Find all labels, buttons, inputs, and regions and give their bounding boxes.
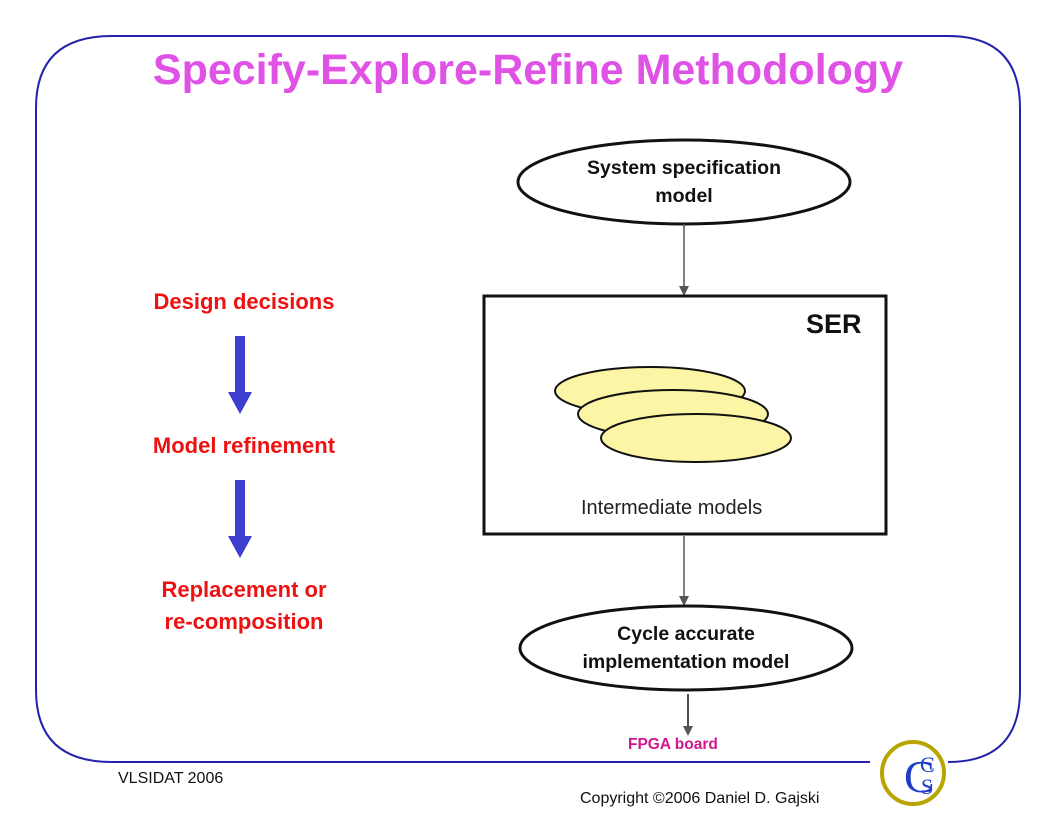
system-spec-model-label: System specification model <box>587 157 781 207</box>
step-design-decisions: Design decisions <box>153 289 335 314</box>
slide-frame-left <box>35 35 870 763</box>
footer-copyright: Copyright ©2006 Daniel D. Gajski <box>580 790 820 807</box>
ser-label: SER <box>806 309 862 339</box>
slide-frame <box>112 35 1021 763</box>
logo-letter-c-large: C <box>904 751 935 802</box>
step-replacement: Replacement or re-composition <box>161 577 327 634</box>
refine-arrow-2 <box>228 480 252 558</box>
logo-letters-art: C C S <box>904 751 935 802</box>
fpga-board-label: FPGA board <box>628 736 718 753</box>
page-title: Specify-Explore-Refine Methodology <box>152 46 904 94</box>
logo-letter-s: S <box>921 774 933 799</box>
cecs-logo: C C S <box>876 736 956 816</box>
refine-arrow-1 <box>228 336 252 414</box>
footer-left: VLSIDAT 2006 <box>118 770 224 787</box>
step-model-refinement: Model refinement <box>152 433 336 458</box>
impl-model-label: Cycle accurate implementation model <box>582 623 790 673</box>
intermediate-model-3 <box>600 413 792 463</box>
impl-model-node <box>518 604 854 692</box>
intermediate-models-label: Intermediate models <box>581 497 763 519</box>
ser-box <box>482 294 888 536</box>
logo-letter-c-small: C <box>920 752 935 777</box>
logo-ring <box>880 740 946 806</box>
